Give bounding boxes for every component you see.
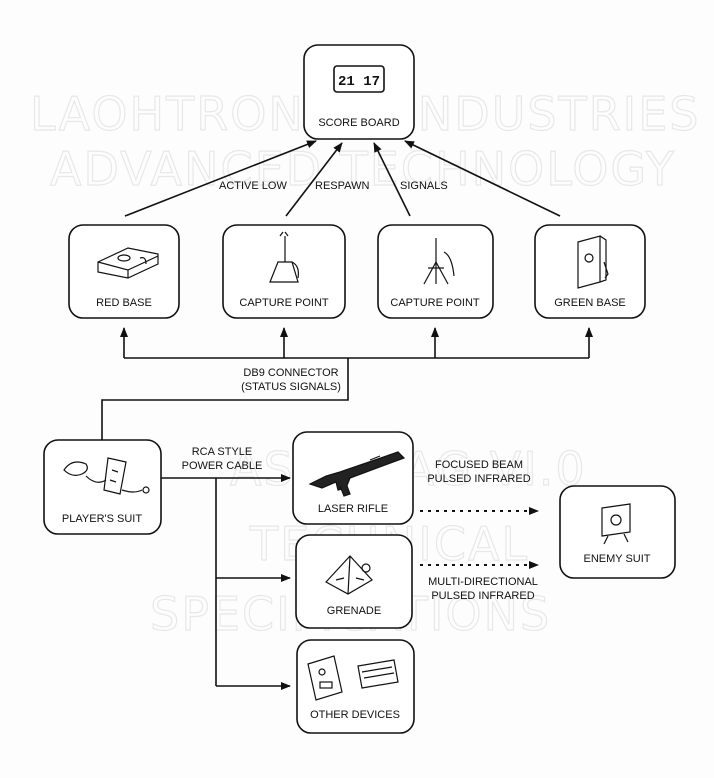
grenade-beam-line2: PULSED INFRARED (431, 590, 534, 602)
db9-bus (101, 327, 593, 440)
arrow-green-to-scoreboard (404, 140, 561, 217)
capture-point-1-icon (269, 231, 299, 283)
scoreboard-box: 21 17 SCORE BOARD (303, 44, 415, 140)
red-base-icon (97, 247, 159, 279)
capture-point-1-label: CAPTURE POINT (239, 297, 329, 309)
laser-rifle-label: LASER RIFLE (318, 503, 388, 515)
other-devices-label: OTHER DEVICES (310, 709, 400, 721)
label-respawn: RESPAWN (315, 180, 369, 192)
capture-point-2-box: CAPTURE POINT (377, 224, 494, 319)
player-suit-icon (63, 457, 150, 495)
power-label-line1: RCA STYLE (192, 446, 253, 458)
db9-label-line1: DB9 CONNECTOR (243, 367, 338, 379)
bus-drop-to-suit (101, 358, 349, 440)
enemy-suit-box: ENEMY SUIT (559, 485, 676, 579)
arrow-capture1-to-scoreboard (285, 142, 343, 217)
green-base-box: GREEN BASE (534, 224, 646, 319)
enemy-suit-icon (601, 503, 631, 545)
enemy-suit-label: ENEMY SUIT (583, 553, 650, 565)
grenade-icon (325, 555, 373, 595)
laser-rifle-box: LASER RIFLE (292, 431, 414, 525)
db9-label-line2: (STATUS SIGNALS) (241, 381, 341, 393)
capture-point-1-box: CAPTURE POINT (222, 224, 346, 319)
rifle-beam-line1: FOCUSED BEAM (435, 459, 523, 471)
scoreboard-display-icon: 21 17 (333, 65, 385, 93)
scoreboard-digits: 21 17 (338, 74, 380, 90)
red-base-box: RED BASE (68, 224, 180, 319)
power-label-line2: POWER CABLE (182, 460, 263, 472)
red-base-label: RED BASE (96, 297, 152, 309)
other-devices-box: OTHER DEVICES (296, 639, 415, 734)
grenade-beam-line1: MULTI-DIRECTIONAL (428, 576, 538, 588)
arrow-capture2-to-scoreboard (373, 142, 411, 217)
rifle-beam-line2: PULSED INFRARED (427, 473, 530, 485)
green-base-label: GREEN BASE (554, 297, 626, 309)
infrared-beams (420, 507, 539, 569)
green-base-icon (577, 235, 609, 289)
laser-rifle-icon (308, 451, 406, 497)
grenade-label: GRENADE (327, 605, 381, 617)
arrow-red-to-scoreboard (124, 140, 317, 217)
svg-text:ADVANCED TECHNOLOGY: ADVANCED TECHNOLOGY (50, 142, 676, 196)
label-signals: SIGNALS (400, 180, 448, 192)
capture-point-2-icon (423, 238, 455, 285)
player-suit-label: PLAYER'S SUIT (62, 513, 142, 525)
scoreboard-label: SCORE BOARD (318, 117, 399, 129)
player-suit-box: PLAYER'S SUIT (43, 439, 162, 535)
grenade-box: GRENADE (295, 534, 413, 629)
power-cable (161, 474, 291, 690)
scoreboard-arrows (124, 140, 561, 217)
capture-point-2-label: CAPTURE POINT (390, 297, 480, 309)
label-active-low: ACTIVE LOW (219, 180, 287, 192)
other-devices-icon (307, 655, 399, 701)
